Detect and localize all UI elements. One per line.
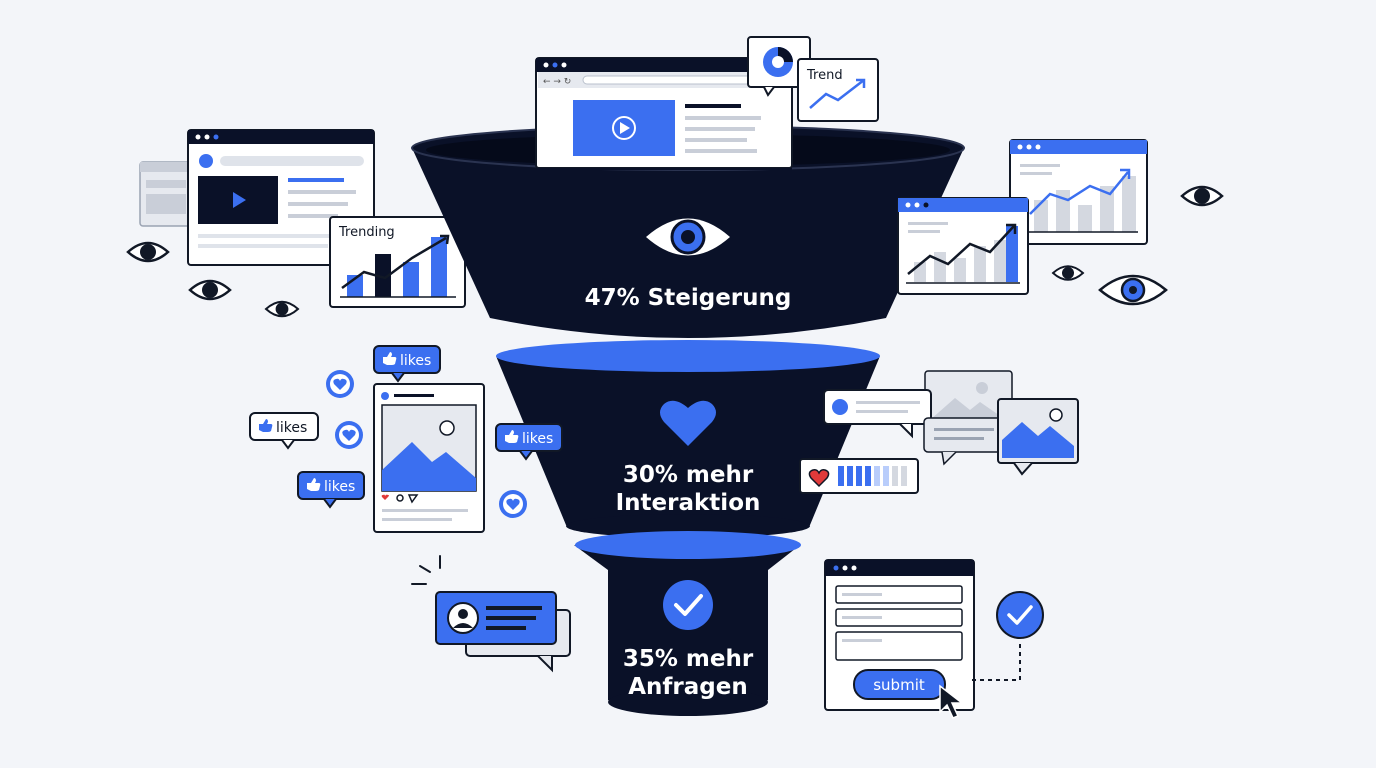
trending-label: Trending (338, 225, 395, 240)
heart-icon (660, 400, 716, 446)
eye-icon (264, 300, 300, 318)
likes-label: likes (276, 420, 307, 436)
eye-icon (188, 279, 232, 301)
checkmark-icon (663, 580, 713, 630)
analytics-window-back (1009, 139, 1148, 245)
likes-bubble: likes (249, 412, 319, 450)
funnel: ← → ↻ 47% Steigerung 30% (411, 57, 965, 716)
funnel-browser-window: ← → ↻ (535, 57, 793, 169)
image-bubble (997, 398, 1079, 476)
eye-icon (126, 241, 170, 263)
left-background-window (139, 161, 193, 227)
submit-button[interactable]: submit (853, 669, 946, 700)
analytics-window-front (897, 197, 1029, 295)
stage-2-label-line2: Interaktion (616, 490, 761, 516)
eye-icon (1180, 185, 1224, 207)
stage-3-label-line1: 35% mehr (623, 646, 754, 672)
play-icon (612, 116, 636, 140)
likes-bubble: likes (495, 423, 563, 461)
likes-bubble: likes (373, 345, 441, 383)
bar (375, 254, 391, 297)
eye-icon (1052, 265, 1084, 281)
name-field[interactable] (835, 585, 963, 604)
comment-bubble (823, 389, 932, 439)
connector-line (972, 640, 1021, 681)
trend-label: Trend (806, 68, 843, 83)
likes-label: likes (324, 479, 355, 495)
eye-icon (646, 218, 730, 256)
cursor-icon (939, 684, 965, 719)
stage-3-label-line2: Anfragen (628, 674, 747, 700)
contact-form-window: submit (824, 559, 975, 719)
comment-bubble (923, 417, 1007, 466)
stage-2-label-line1: 30% mehr (623, 462, 754, 488)
svg-text:← → ↻: ← → ↻ (543, 77, 571, 87)
social-post-card (373, 383, 485, 533)
contact-message (411, 555, 571, 673)
trend-card: Trend (797, 58, 879, 122)
video-browser-window (187, 129, 375, 266)
likes-bubble: likes (297, 471, 365, 509)
likes-label: likes (400, 353, 431, 369)
trending-card: Trending (329, 216, 466, 308)
checkmark-icon (996, 591, 1044, 639)
heart-icon (381, 494, 389, 500)
share-icon (407, 494, 419, 504)
eye-icon (1098, 274, 1168, 306)
pie-chart-bubble (747, 36, 811, 97)
engagement-meter (799, 458, 919, 494)
bar (403, 262, 419, 297)
comment-icon (396, 494, 404, 502)
message-field[interactable] (835, 631, 963, 661)
submit-label: submit (873, 676, 925, 694)
heart-badge (326, 370, 354, 398)
likes-label: likes (522, 431, 553, 447)
play-icon (233, 192, 246, 208)
heart-badge (499, 490, 527, 518)
bar (431, 237, 447, 297)
heart-icon (808, 469, 830, 488)
stage-1-label: 47% Steigerung (585, 285, 792, 311)
email-field[interactable] (835, 608, 963, 627)
heart-badge (335, 421, 363, 449)
